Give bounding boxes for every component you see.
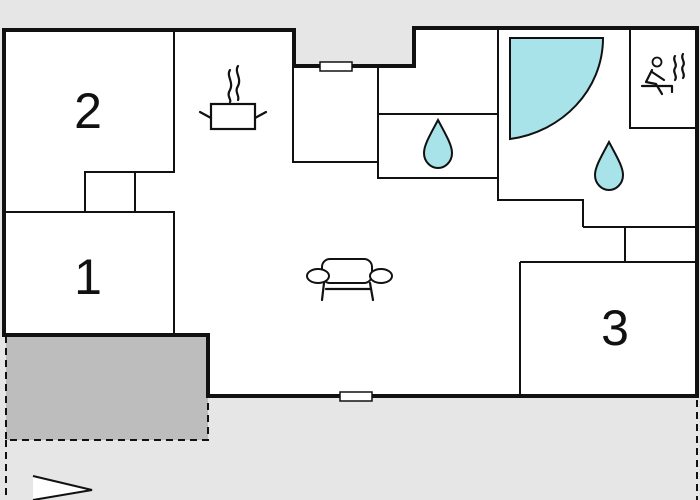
terrace — [6, 336, 208, 440]
bathtub-icon — [509, 37, 605, 141]
water-drop-icon — [422, 117, 454, 170]
room-label-3: 3 — [601, 300, 629, 356]
compass-arrow-icon — [32, 475, 93, 500]
cooking-pot-icon — [198, 64, 268, 131]
room-label-2: 2 — [74, 83, 102, 139]
water-drop-icon — [593, 139, 625, 192]
sofa-icon — [306, 258, 393, 302]
sauna-icon — [640, 52, 685, 96]
room-label-1: 1 — [74, 249, 102, 305]
exterior-walls — [2, 26, 699, 398]
window-bottom — [339, 391, 373, 402]
window-top — [319, 61, 353, 72]
interior-walls — [4, 28, 697, 396]
terrace-outline — [5, 336, 209, 441]
